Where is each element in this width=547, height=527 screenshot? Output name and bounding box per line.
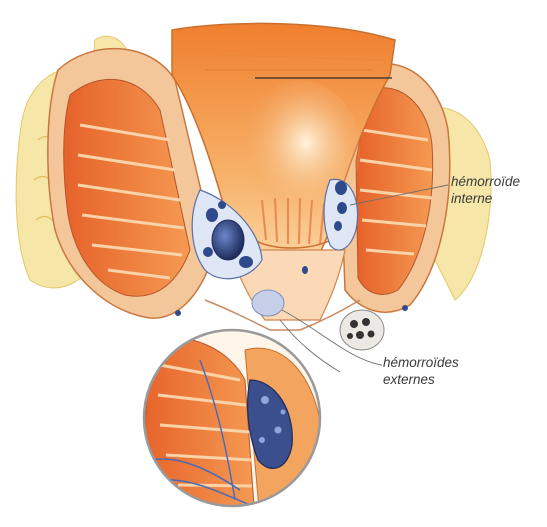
external-venous-cluster — [340, 310, 384, 350]
external-hemorrhoid-mass — [252, 290, 284, 316]
external-hemorrhoids-label-line2: externes — [383, 371, 459, 388]
vein-dot — [175, 310, 181, 316]
vein-dot — [402, 305, 408, 311]
external-hemorrhoids-label: hémorroïdes externes — [383, 354, 459, 388]
internal-hemorrhoid-label-line2: interne — [451, 190, 520, 207]
external-hemorrhoids-label-line1: hémorroïdes — [383, 354, 459, 371]
internal-hemorrhoid-label: hémorroïde interne — [451, 173, 520, 207]
magnified-inset — [140, 330, 320, 520]
internal-hemorrhoid-label-line1: hémorroïde — [451, 173, 520, 190]
